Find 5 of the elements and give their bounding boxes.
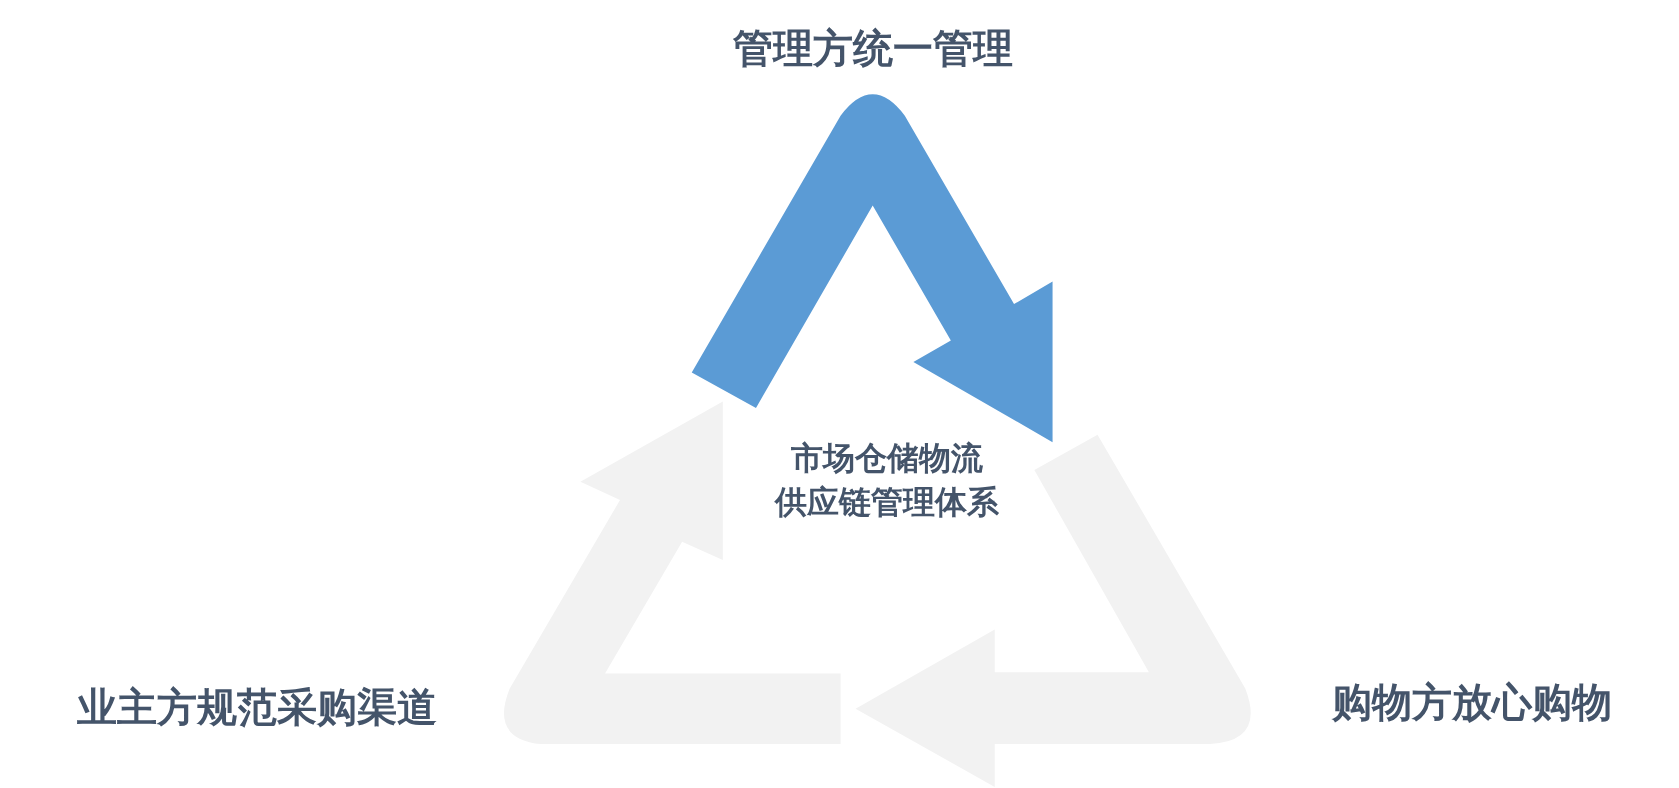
label-text: 业主方规范采购渠道 [77, 683, 437, 731]
label-text: 管理方统一管理 [733, 24, 1013, 72]
label-text: 购物方放心购物 [1332, 678, 1612, 726]
label-text: 供应链管理体系 [775, 482, 999, 522]
label-text: 市场仓储物流 [791, 438, 983, 478]
